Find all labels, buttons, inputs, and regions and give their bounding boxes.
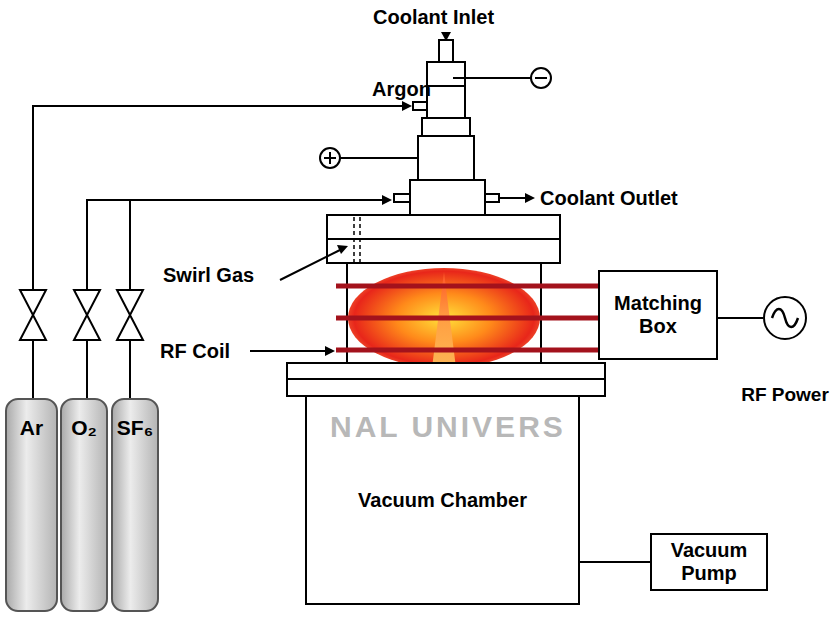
part-label: Swirl Gas: [163, 264, 254, 286]
node-label: Ar: [5, 416, 58, 440]
ac-source-symbol: [763, 296, 807, 340]
rf-power-source: RF Power: [763, 296, 807, 340]
node-label: Matching Box: [600, 292, 716, 338]
node-label: RF Power: [741, 384, 829, 406]
part-label: Coolant Outlet: [540, 187, 678, 209]
connector: [580, 562, 650, 563]
node-label: O₂: [60, 416, 108, 440]
node-label: Vacuum Pump: [652, 539, 766, 585]
node-label: SF₆: [111, 416, 159, 440]
part-label: Argon: [372, 78, 431, 100]
watermark-text: NAL UNIVERS: [330, 410, 566, 443]
part-label: RF Coil: [160, 340, 230, 362]
node-label: Vacuum Chamber: [352, 489, 533, 512]
matching-box: Matching Box: [598, 270, 718, 360]
gas-cylinder: Ar: [5, 398, 58, 612]
vacuum-pump-box: Vacuum Pump: [650, 533, 768, 591]
part-label: Coolant Inlet: [373, 6, 494, 28]
gas-cylinder: O₂: [60, 398, 108, 612]
gas-cylinder: SF₆: [111, 398, 159, 612]
connector: [718, 318, 763, 319]
